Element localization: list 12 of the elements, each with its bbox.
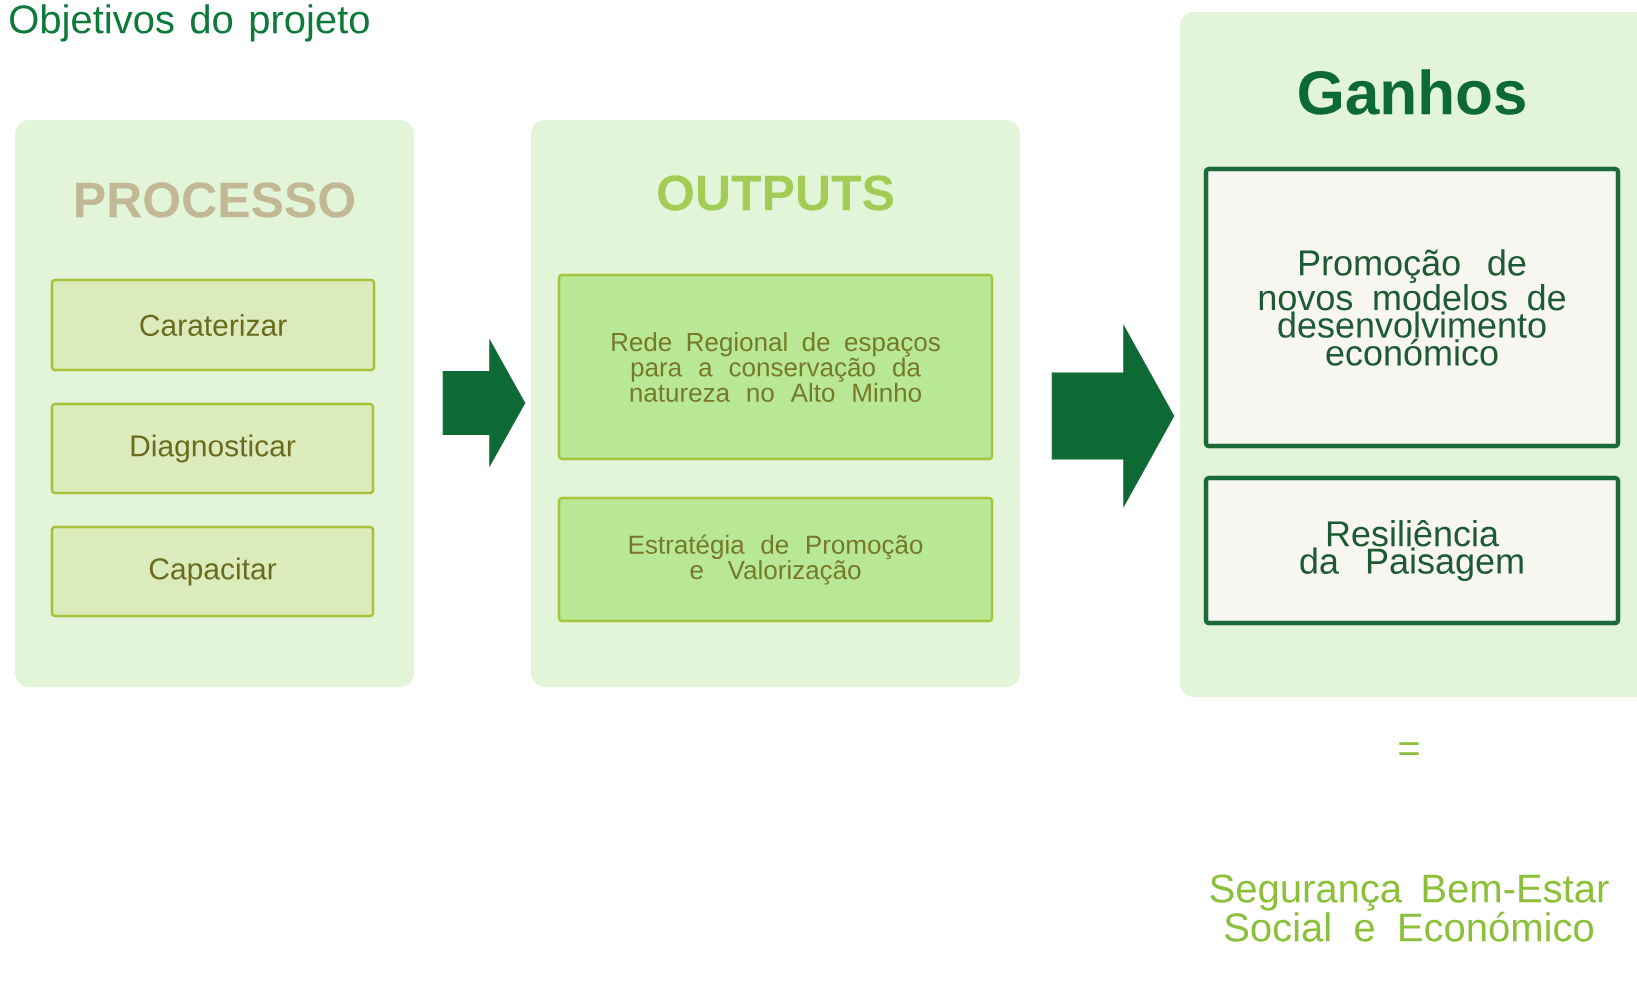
text-box: Rede Regional de espaços para a conservação da natureza no Alto Minho	[557, 273, 994, 461]
footer-text: =	[1399, 742, 1419, 756]
footer-text: Segurança Bem-Estar Social e Económico	[1210, 874, 1609, 942]
block-arrow	[1051, 325, 1175, 507]
text-box: Promoção de novos modelos de desenvolvimento económico	[1203, 166, 1621, 449]
text-box: Resiliência da Paisagem	[1203, 475, 1621, 626]
text-box: Caraterizar	[50, 278, 376, 372]
title: Objetivos do projeto	[10, 4, 369, 42]
block-arrow	[442, 340, 526, 466]
text-box: Diagnosticar	[50, 402, 375, 495]
text-box: Estratégia de Promoção e Valorização	[557, 496, 994, 623]
text-box: Capacitar	[50, 525, 375, 618]
